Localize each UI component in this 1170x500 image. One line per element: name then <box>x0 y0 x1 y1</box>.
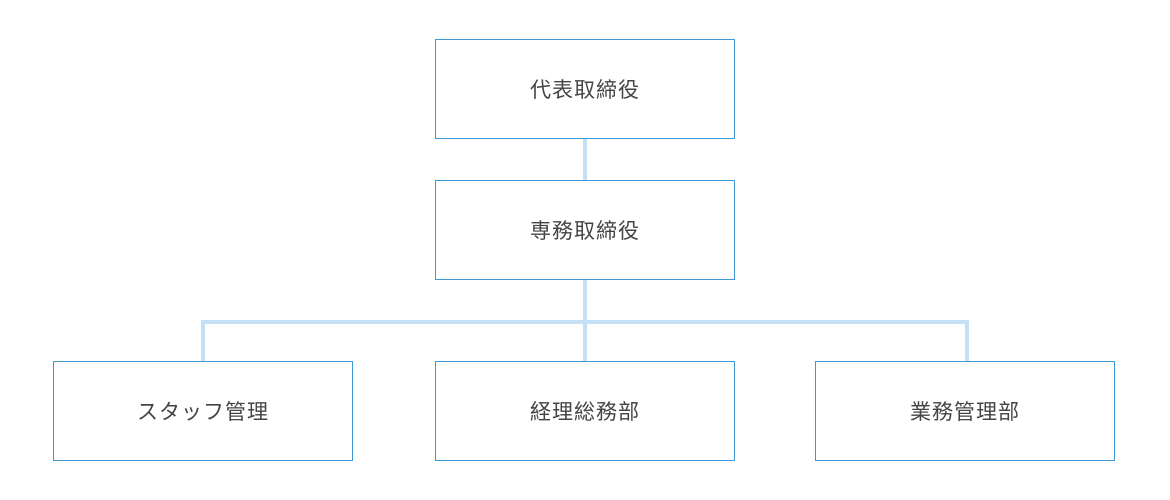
node-accounting-general-affairs: 経理総務部 <box>435 361 735 461</box>
connector-drop-staff <box>201 320 205 361</box>
node-staff-management-label: スタッフ管理 <box>137 400 269 424</box>
connector-drop-operations <box>965 320 969 361</box>
connector-md-trunk <box>583 278 587 322</box>
node-managing-director-label: 専務取締役 <box>530 219 640 243</box>
node-operations-management-label: 業務管理部 <box>910 400 1020 424</box>
node-ceo-label: 代表取締役 <box>530 78 640 102</box>
node-staff-management: スタッフ管理 <box>53 361 353 461</box>
node-ceo: 代表取締役 <box>435 39 735 139</box>
connector-ceo-to-md <box>583 138 587 180</box>
connector-drop-accounting <box>583 320 587 361</box>
node-accounting-general-affairs-label: 経理総務部 <box>530 400 640 424</box>
node-managing-director: 専務取締役 <box>435 180 735 280</box>
node-operations-management: 業務管理部 <box>815 361 1115 461</box>
